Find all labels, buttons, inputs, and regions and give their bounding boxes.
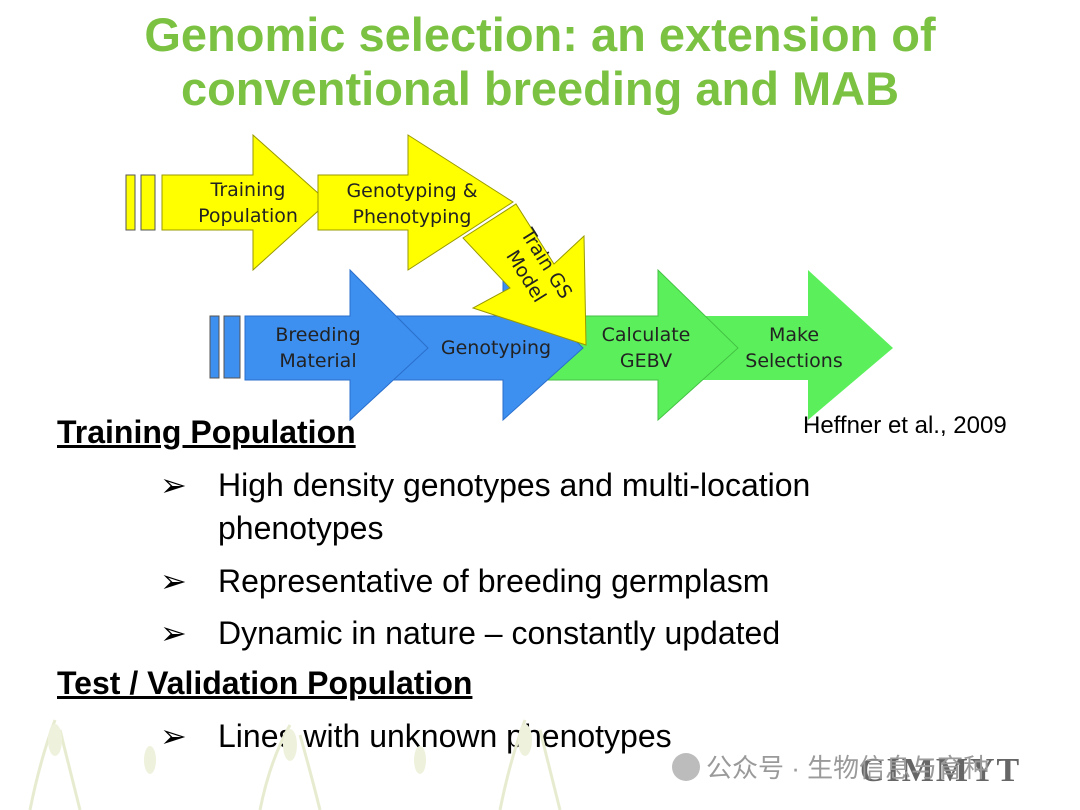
label-genotyping: Genotyping: [441, 337, 551, 359]
label-genopheno-line2: Phenotyping: [353, 206, 472, 228]
make-selections-arrow: [668, 270, 893, 420]
label-make-line1: Make: [769, 324, 819, 346]
bullet-item: ➢ Representative of breeding germplasm: [160, 560, 920, 603]
train-gs-model-arrow: [462, 203, 587, 346]
breeding-material-arrow: [244, 268, 429, 422]
breeding-start-bar-2: [223, 315, 241, 379]
title-line-2: conventional breeding and MAB: [180, 62, 900, 115]
watermark-text: 公众号 · 生物信息与育种: [706, 753, 990, 783]
bullet-item: ➢ High density genotypes and multi-locat…: [160, 464, 920, 550]
bullet-text: Representative of breeding germplasm: [218, 563, 770, 599]
watermark: 公众号 · 生物信息与育种: [672, 748, 989, 785]
bullet-item: ➢ Dynamic in nature – constantly updated: [160, 612, 920, 655]
wechat-icon: [672, 752, 700, 781]
title-line-1: Genomic selection: an extension of: [144, 8, 936, 61]
calculate-gebv-arrow: [537, 268, 739, 422]
genomic-selection-flow-diagram: Training Population Genotyping & Phenoty…: [125, 133, 893, 422]
label-training-line1: Training: [210, 179, 286, 201]
cimmyt-logo: CIMMYT: [860, 752, 1022, 789]
slide-title: Genomic selection: an extension of conve…: [0, 8, 1080, 116]
citation: Heffner et al., 2009: [803, 412, 1007, 439]
arrow-bullet-icon: ➢: [160, 467, 187, 503]
label-genopheno-line1: Genotyping &: [346, 180, 477, 202]
label-training-line2: Population: [198, 205, 298, 227]
breeding-start-bar-1: [209, 315, 220, 379]
training-start-bar-1: [125, 174, 136, 231]
arrow-bullet-icon: ➢: [160, 615, 187, 651]
bullet-text: High density genotypes and multi-locatio…: [218, 467, 811, 546]
heading-training-population: Training Population: [57, 414, 356, 450]
arrow-bullet-icon: ➢: [160, 563, 187, 599]
label-calc-line2: GEBV: [620, 350, 672, 372]
genotyping-phenotyping-arrow: [317, 134, 514, 271]
label-make-line2: Selections: [745, 350, 842, 372]
label-breeding-line2: Material: [279, 350, 356, 372]
arrow-bullet-icon: ➢: [160, 718, 187, 754]
label-breeding-line1: Breeding: [275, 324, 360, 346]
heading-test-validation-population: Test / Validation Population: [57, 665, 473, 701]
training-start-bar-2: [140, 174, 156, 231]
training-population-arrow: [161, 133, 329, 272]
wheat-decoration: [28, 719, 562, 810]
label-calc-line1: Calculate: [602, 324, 691, 346]
bullet-text: Dynamic in nature – constantly updated: [218, 615, 781, 651]
